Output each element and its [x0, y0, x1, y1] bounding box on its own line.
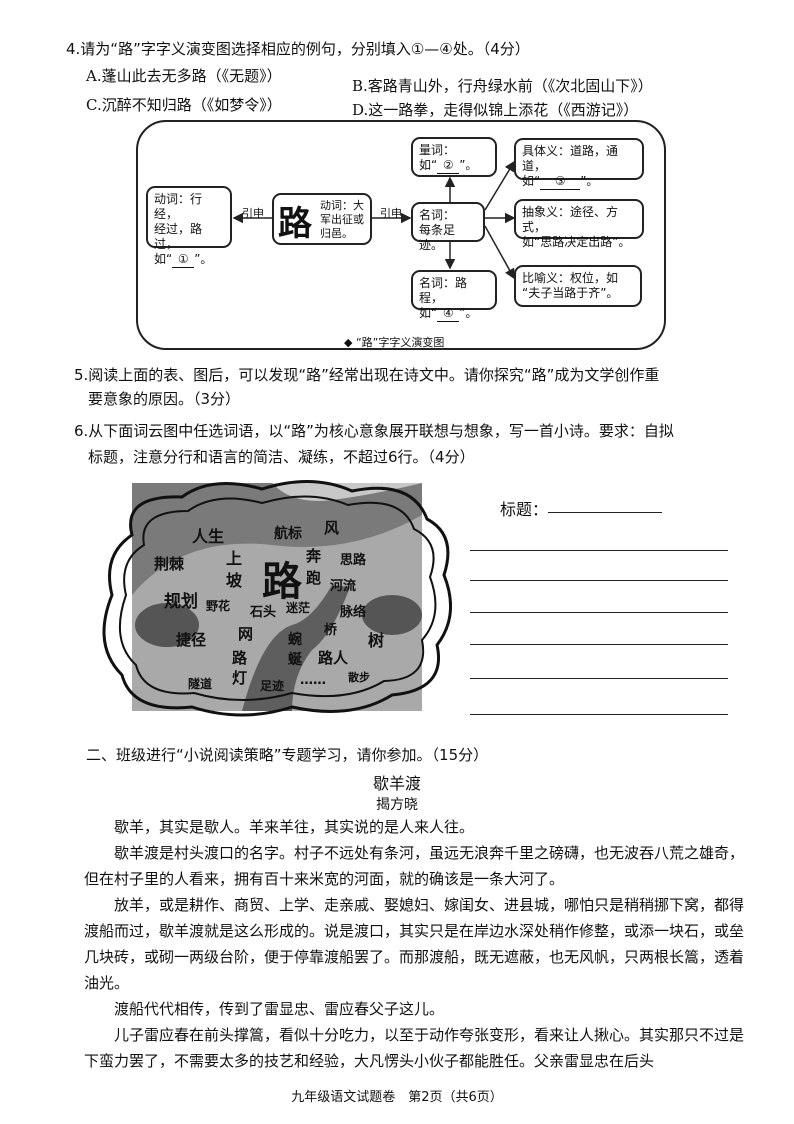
blank-1[interactable]: ① [172, 252, 195, 268]
story-paragraph-1: 歇羊，其实是歇人。羊来羊往，其实说的是人来人往。 [114, 818, 475, 836]
title-label: 标题： [500, 500, 549, 519]
cloud-word-ben: 奔 [306, 547, 322, 565]
box-noun-line-1: 名词： [419, 208, 456, 222]
cloud-word-deng: 灯 [232, 669, 248, 687]
option-a: A.蓬山此去无多路（《无题》） [86, 67, 282, 85]
cloud-word-shang: 上 [226, 549, 243, 568]
lu-meaning-evolution-diagram [136, 120, 666, 350]
box-noun-line-2: 每条足迹。 [419, 223, 456, 252]
box-abstract-meaning: 抽象义：途径、方式， 如“思路决定出路”。 [514, 199, 644, 249]
lu-character: 路 [278, 204, 312, 244]
answer-line-4[interactable] [470, 644, 728, 645]
box-concrete-line-2: 如“③”。 [522, 174, 599, 190]
cloud-word-luren: 路人 [318, 649, 349, 667]
blank-3[interactable]: ③ [540, 174, 581, 190]
question-5-line-2: 要意象的原因。（3分） [88, 390, 241, 408]
cloud-word-zuji: 足迹 [260, 679, 285, 693]
cloud-word-jiejing: 捷径 [176, 631, 207, 649]
box-concrete-meaning: 具体义：道路，通道， 如“③”。 [514, 138, 644, 190]
box-verb-army: 动词：大 军出征或 归邑。 [320, 199, 364, 241]
cloud-word-yan: 蜒 [288, 652, 302, 668]
option-c: C.沉醉不知归路（《如梦令》） [86, 96, 282, 114]
option-d: D.这一路拳，走得似锦上添花（《西游记》） [352, 101, 639, 119]
box-measure-line-1: 量词： [419, 143, 456, 157]
box-abstract-line-2: 如“思路决定出路”。 [522, 235, 631, 249]
cloud-word-shitou: 石头 [250, 605, 277, 620]
cloud-word-guihua: 规划 [164, 592, 198, 612]
answer-line-1[interactable] [470, 550, 728, 551]
cloud-background [102, 480, 453, 717]
cloud-word-jingji: 荆棘 [154, 555, 185, 573]
box-metaphor-line-1: 比喻义：权位，如 [522, 271, 619, 285]
story-paragraph-3: 放羊，或是耕作、商贸、上学、走亲戚、娶媳妇、嫁闺女、进县城，哪怕只是稍稍挪下窝，… [84, 896, 745, 992]
box-verb-pass-through: 动词：行经， 经过，路过， 如“①”。 [146, 186, 232, 268]
story-paragraph-2: 歇羊渡是村头渡口的名字。村子不远处有条河，虽远无浪奔千里之磅礴，也无波吞八荒之雄… [84, 844, 745, 888]
box-army-line-3: 归邑。 [320, 227, 353, 240]
cloud-word-po: 坡 [226, 571, 243, 590]
cloud-word-pao: 跑 [306, 569, 322, 587]
question-6-line-2: 标题，注意分行和语言的简洁、凝练，不超过6行。（4分） [88, 448, 475, 466]
box-measure-word: 量词： 如“②”。 [411, 137, 497, 177]
box-verb-line-3: 如“①”。 [154, 252, 213, 268]
cloud-word-shu: 树 [368, 631, 385, 650]
cloud-word-ellipsis: …… [300, 673, 326, 688]
cloud-word-sanbu: 散步 [348, 671, 370, 684]
diagram-arrows [232, 160, 516, 280]
question-4-stem: 4.请为“路”字字义演变图选择相应的例句，分别填入①—④处。（4分） [66, 40, 530, 58]
box-measure-line-2: 如“②”。 [419, 158, 478, 174]
title-answer-line[interactable] [548, 512, 662, 513]
question-6-line-1: 6.从下面词云图中任选词语，以“路”为核心意象展开联想与想象，写一首小诗。要求：… [74, 422, 674, 440]
answer-line-6[interactable] [470, 714, 728, 715]
story-title: 歇羊渡 [372, 774, 421, 793]
cloud-word-mailuo: 脉络 [340, 605, 367, 620]
story-paragraph-5: 儿子雷应春在前头撑篙，看似十分吃力，以至于动作夸张变形，看来让人揪心。其实那只不… [84, 1026, 745, 1070]
answer-line-3[interactable] [470, 612, 728, 613]
box-metaphor-meaning: 比喻义：权位，如 “夫子当路于齐”。 [514, 265, 642, 307]
cloud-word-heliu: 河流 [330, 579, 357, 594]
story-author: 揭方晓 [376, 797, 418, 813]
arrow-label-right: 引申 [380, 207, 402, 220]
box-lu-origin [272, 193, 372, 245]
question-5-line-1: 5.阅读上面的表、图后，可以发现“路”经常出现在诗文中。请你探究“路”成为文学创… [74, 366, 660, 384]
cloud-word-wan: 蜿 [288, 632, 302, 648]
section-2-heading: 二、班级进行“小说阅读策略”专题学习，请你参加。（15分） [86, 746, 489, 764]
cloud-word-silu: 思路 [340, 553, 367, 568]
arrow-label-left: 引申 [242, 207, 264, 220]
cloud-word-lu-small: 路 [232, 649, 248, 667]
page-footer: 九年级语文试题卷 第2页（共6页） [291, 1090, 503, 1105]
option-b: B.客路青山外，行舟绿水前（《次北固山下》） [352, 77, 653, 95]
answer-line-2[interactable] [470, 580, 728, 581]
box-abstract-line-1: 抽象义：途径、方式， [522, 205, 619, 234]
story-paragraph-4: 渡船代代相传，传到了雷显忠、雷应春父子这儿。 [114, 1000, 445, 1018]
box-concrete-line-1: 具体义：道路，通道， [522, 144, 619, 173]
word-cloud-image: 人生 航标 风 荆棘 上 坡 路 奔 跑 思路 河流 规划 野花 石头 迷茫 脉… [92, 475, 453, 720]
cloud-word-lu-big: 路 [262, 558, 302, 605]
box-army-line-2: 军出征或 [320, 213, 364, 226]
box-verb-line-2: 经过，路过， [154, 222, 203, 251]
cloud-word-yehua: 野花 [206, 599, 231, 613]
cloud-word-hangbiao: 航标 [274, 526, 302, 542]
cloud-word-rensheng: 人生 [192, 527, 225, 546]
box-distance-line-2: 如“④”。 [419, 306, 478, 322]
box-metaphor-line-2: “夫子当路于齐”。 [522, 286, 619, 300]
cloud-word-wang: 网 [238, 625, 254, 643]
box-distance: 名词：路程， 如“④”。 [411, 270, 497, 322]
box-distance-line-1: 名词：路程， [419, 276, 468, 305]
blank-2[interactable]: ② [437, 158, 460, 174]
box-verb-line-1: 动词：行经， [154, 192, 203, 221]
blank-4[interactable]: ④ [437, 306, 460, 322]
answer-line-5[interactable] [470, 678, 728, 679]
box-army-line-1: 动词：大 [320, 199, 364, 212]
diagram-caption: ◆ “路”字字义演变图 [344, 336, 445, 349]
box-noun-footprints: 名词： 每条足迹。 [411, 202, 485, 252]
cloud-word-suidao: 隧道 [188, 677, 213, 691]
cloud-word-qiao: 桥 [324, 623, 338, 638]
cloud-word-mimang: 迷茫 [286, 601, 311, 615]
cloud-word-feng: 风 [324, 519, 340, 537]
